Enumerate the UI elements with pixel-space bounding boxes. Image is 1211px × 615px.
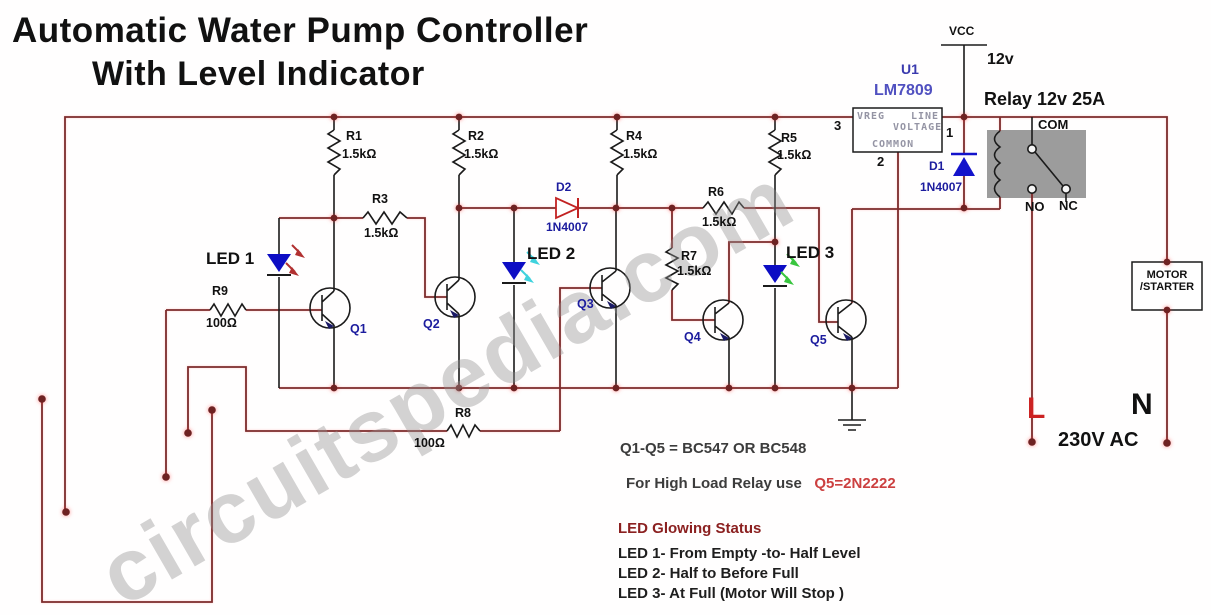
relay-no-contact (1027, 184, 1038, 195)
power-wires (41, 116, 1168, 603)
transistor-q3-symbol (589, 267, 631, 309)
mains-live-label: L (1027, 392, 1046, 425)
relay-com-contact (1027, 144, 1038, 155)
resistor-r6-value: 1.5kΩ (702, 215, 737, 229)
motor-starter-label: MOTOR /STARTER (1133, 269, 1201, 293)
regulator-voltage-label: VOLTAGE (893, 122, 943, 133)
regulator-part: LM7809 (874, 82, 933, 99)
page-title-line2: With Level Indicator (92, 55, 425, 93)
resistor-r1-value: 1.5kΩ (342, 147, 377, 161)
diode-d2-ref: D2 (556, 180, 572, 194)
resistor-r2-ref: R2 (468, 129, 484, 143)
resistor-r3-value: 1.5kΩ (364, 226, 399, 240)
resistor-r2-symbol (451, 129, 467, 176)
mains-voltage-label: 230V AC (1058, 429, 1139, 451)
relay-nc-label: NC (1059, 198, 1078, 213)
page-title-line1: Automatic Water Pump Controller (12, 11, 589, 50)
resistor-r9-value: 100Ω (206, 316, 237, 330)
relay-coil-symbol (993, 130, 1002, 198)
transistor-q4-label: Q4 (684, 330, 701, 344)
led2-symbol (502, 251, 540, 284)
resistor-r1-ref: R1 (346, 129, 362, 143)
relay-com-label: COM (1038, 117, 1069, 132)
relay-no-label: NO (1025, 199, 1045, 214)
regulator-box (852, 107, 943, 153)
regulator-pin2: 2 (877, 154, 885, 169)
mains-neutral-label: N (1131, 388, 1153, 421)
resistor-r9-symbol (209, 302, 247, 318)
relay-note-text: For High Load Relay use (626, 475, 802, 492)
led3-symbol (763, 253, 800, 287)
resistor-r7-ref: R7 (681, 249, 697, 263)
resistor-r1-symbol (326, 129, 342, 176)
relay-nc-contact (1061, 184, 1072, 195)
led2-label: LED 2 (527, 244, 576, 263)
transistor-q5-symbol (825, 299, 867, 341)
motor-label-line2: /STARTER (1139, 281, 1195, 294)
resistor-r6-symbol (702, 200, 745, 216)
diode-d1-ref: D1 (929, 159, 945, 173)
component-leads (209, 44, 1072, 439)
diode-d1-symbol (951, 152, 977, 176)
resistor-r8-value: 100Ω (414, 436, 445, 450)
resistor-r4-value: 1.5kΩ (623, 147, 658, 161)
transistor-q4-symbol (702, 299, 744, 341)
led1-symbol (267, 244, 305, 276)
vcc-label: VCC (949, 24, 975, 38)
resistor-r4-ref: R4 (626, 129, 642, 143)
vcc-voltage-label: 12v (987, 51, 1014, 68)
resistor-r8-ref: R8 (455, 406, 471, 420)
resistor-r2-value: 1.5kΩ (464, 147, 499, 161)
transistor-q2-label: Q2 (423, 317, 440, 331)
motor-label-line1: MOTOR (1146, 269, 1188, 281)
resistor-r3-ref: R3 (372, 192, 388, 206)
regulator-vreg-label: VREG (857, 111, 886, 122)
relay-note: For High Load Relay use Q5=2N2222 (626, 475, 896, 493)
resistor-r5-value: 1.5kΩ (777, 148, 812, 162)
transistor-note: Q1-Q5 = BC547 OR BC548 (620, 440, 807, 457)
regulator-line-label: LINE (911, 111, 940, 122)
diode-d2-part: 1N4007 (546, 220, 589, 234)
diode-d2-symbol (555, 196, 581, 220)
relay-blade (1034, 151, 1064, 187)
resistor-r6-ref: R6 (708, 185, 724, 199)
resistor-r8-symbol (446, 423, 481, 439)
transistor-q1-label: Q1 (350, 322, 367, 336)
resistor-r3-symbol (362, 210, 408, 226)
resistor-r5-symbol (767, 129, 783, 176)
led-status-line3: LED 3- At Full (Motor Will Stop ) (618, 585, 844, 602)
emitter-arrows (325, 301, 852, 341)
regulator-pin3: 3 (834, 118, 842, 133)
regulator-common-label: COMMON (872, 139, 915, 150)
relay-title: Relay 12v 25A (984, 89, 1106, 109)
regulator-ref: U1 (901, 61, 919, 77)
resistor-r7-symbol (664, 247, 680, 291)
led3-label: LED 3 (786, 243, 835, 262)
resistor-r7-value: 1.5kΩ (677, 264, 712, 278)
led-status-line1: LED 1- From Empty -to- Half Level (618, 545, 861, 562)
transistor-q3-label: Q3 (577, 297, 594, 311)
led-status-line2: LED 2- Half to Before Full (618, 565, 799, 582)
resistor-r4-symbol (609, 129, 625, 176)
led-status-title: LED Glowing Status (618, 520, 762, 537)
relay-note-highlight: Q5=2N2222 (814, 475, 896, 492)
junction-dots (38, 113, 1171, 516)
led1-label: LED 1 (206, 249, 255, 268)
transistor-q5-label: Q5 (810, 333, 827, 347)
regulator-pin1: 1 (946, 125, 954, 140)
resistor-r5-ref: R5 (781, 131, 797, 145)
diode-d1-part: 1N4007 (920, 180, 963, 194)
resistor-r9-ref: R9 (212, 284, 228, 298)
